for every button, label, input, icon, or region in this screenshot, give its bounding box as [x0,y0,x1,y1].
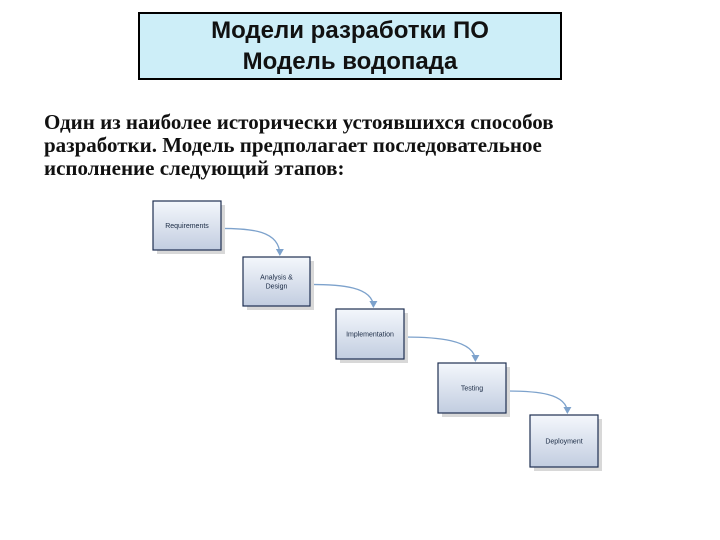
slide-title-box: Модели разработки ПО Модель водопада [138,12,562,80]
stage-label: Implementation [346,332,394,339]
slide-subtitle: Модель водопада [242,48,458,75]
description-line: Один из наиболее исторически устоявшихся… [44,110,554,134]
stage-label: Analysis & [260,275,293,282]
stage-box: Deployment [529,414,602,471]
stage-label: Testing [461,386,483,393]
stage-arrow [309,283,378,308]
slide-title: Модели разработки ПО [211,17,489,44]
stage-label: Design [266,284,288,291]
stage-label: Requirements [165,223,209,230]
stage-box: Testing [437,362,510,417]
stage-arrow [505,390,572,414]
stage-box-rect [152,200,222,251]
description-text: Один из наиболее исторически устоявшихся… [44,111,664,180]
stage-box-rect [529,414,599,468]
stage-box: Requirements [152,200,225,254]
stage-box: Analysis & Design [242,256,314,310]
stage-box-rect [437,362,507,414]
stage-box-rect [242,256,311,307]
description-line: исполнение следующий этапов: [44,156,345,180]
stage-box: Implementation [335,308,408,363]
stage-arrow [220,227,284,256]
stage-label: Deployment [545,439,582,446]
description-line: разработки. Модель предполагает последов… [44,133,542,157]
stage-box-rect [335,308,405,360]
stage-arrow [403,336,480,362]
